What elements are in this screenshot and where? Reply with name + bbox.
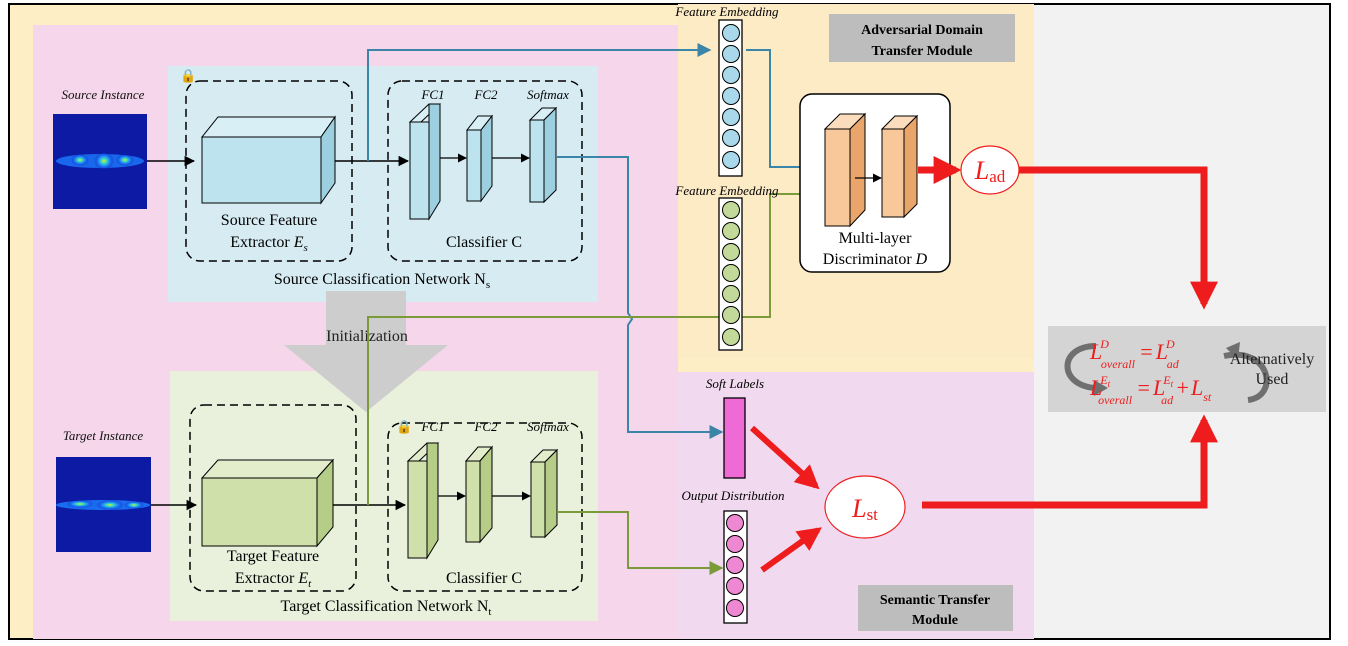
source-network-label: Source Classification Network Ns — [274, 271, 490, 291]
target-feature-connector — [367, 187, 824, 505]
lock-icon-target-classifier: 🔒 — [396, 420, 412, 435]
cycle-arrow-left-head-icon — [1094, 380, 1108, 396]
target-instance-label: Target Instance — [63, 428, 144, 443]
lst-to-objective-flow — [922, 414, 1218, 509]
loss-st-label: Lst — [851, 494, 878, 524]
source-classifier-frame — [387, 80, 583, 262]
adversarial-module-title-line1: Adversarial Domain — [861, 23, 983, 38]
semantic-module-title-line2: Module — [912, 613, 958, 628]
output-distribution-label: Output Distribution — [682, 488, 785, 503]
feature-embedding-top-label: Feature Embedding — [674, 4, 779, 19]
soft-labels-bar — [723, 397, 746, 479]
source-softmax-to-soft-labels-connector — [557, 156, 724, 439]
output-distribution-units — [726, 514, 744, 617]
source-feature-connector — [367, 43, 712, 161]
source-softmax-layer — [528, 106, 558, 204]
source-extractor-line2: Extractor Es — [230, 234, 308, 254]
target-extractor-line2: Extractor Et — [235, 570, 312, 590]
semantic-module-title-line1: Semantic Transfer — [880, 593, 990, 608]
target-extractor-frame — [189, 404, 357, 592]
top-embedding-to-discriminator-connector — [746, 49, 824, 174]
source-instance-label: Source Instance — [62, 87, 145, 102]
target-extractor-block — [200, 458, 335, 548]
target-instance-image — [56, 457, 151, 552]
discriminator-line2: Discriminator D — [823, 251, 928, 268]
source-extractor-block — [200, 115, 336, 205]
target-fc2-layer — [464, 445, 494, 544]
objective-box — [1048, 326, 1326, 412]
cycle-arrow-right-head-icon — [1226, 342, 1240, 360]
target-fc2-label: FC2 — [473, 419, 498, 434]
objective-panel-bg — [1034, 5, 1329, 638]
initialization-arrow — [284, 291, 448, 412]
target-network-label: Target Classification Network Nt — [281, 598, 492, 618]
source-classifier-label: Classifier C — [446, 234, 522, 251]
output-distribution-to-lst-arrow — [760, 527, 822, 573]
target-extractor-line1: Target Feature — [227, 548, 319, 565]
target-fc1-layer — [406, 442, 440, 560]
alternatively-used-line1: Alternatively — [1230, 351, 1314, 368]
feature-embedding-bottom-units — [722, 201, 740, 346]
lad-to-objective-flow — [1019, 166, 1218, 310]
source-extractor-frame — [185, 80, 353, 262]
target-softmax-layer — [529, 448, 559, 539]
discriminator-layer-2 — [880, 114, 919, 219]
semantic-module-title-box — [858, 585, 1013, 631]
discriminator-layer-1 — [823, 112, 867, 228]
adversarial-module-title-box — [829, 14, 1015, 62]
adversarial-module-title-line2: Transfer Module — [872, 44, 973, 59]
source-softmax-label: Softmax — [527, 87, 569, 102]
alternatively-used-line2: Used — [1256, 371, 1289, 388]
loss-ad-label: Lad — [974, 156, 1006, 186]
source-fc2-layer — [465, 114, 494, 203]
target-softmax-label: Softmax — [527, 419, 569, 434]
feature-embedding-top-units — [722, 24, 740, 169]
source-instance-image — [53, 114, 147, 209]
target-fc1-label: FC1 — [420, 419, 444, 434]
source-fc2-label: FC2 — [473, 87, 498, 102]
source-fc1-label: FC1 — [420, 87, 444, 102]
loss-st-node — [824, 475, 906, 539]
target-classifier-label: Classifier C — [446, 570, 522, 587]
source-extractor-line1: Source Feature — [221, 212, 317, 229]
cycle-arrow-left-icon — [1064, 343, 1097, 391]
discriminator-line1: Multi-layer — [839, 230, 913, 247]
target-softmax-to-output-connector — [557, 511, 724, 575]
soft-labels-to-lst-arrow — [749, 425, 820, 490]
feature-embedding-bottom-label: Feature Embedding — [674, 183, 779, 198]
soft-labels-label: Soft Labels — [706, 376, 764, 391]
source-fc1-layer — [408, 103, 442, 221]
target-classifier-frame — [387, 422, 583, 592]
lock-icon-source-extractor: 🔒 — [180, 69, 196, 84]
